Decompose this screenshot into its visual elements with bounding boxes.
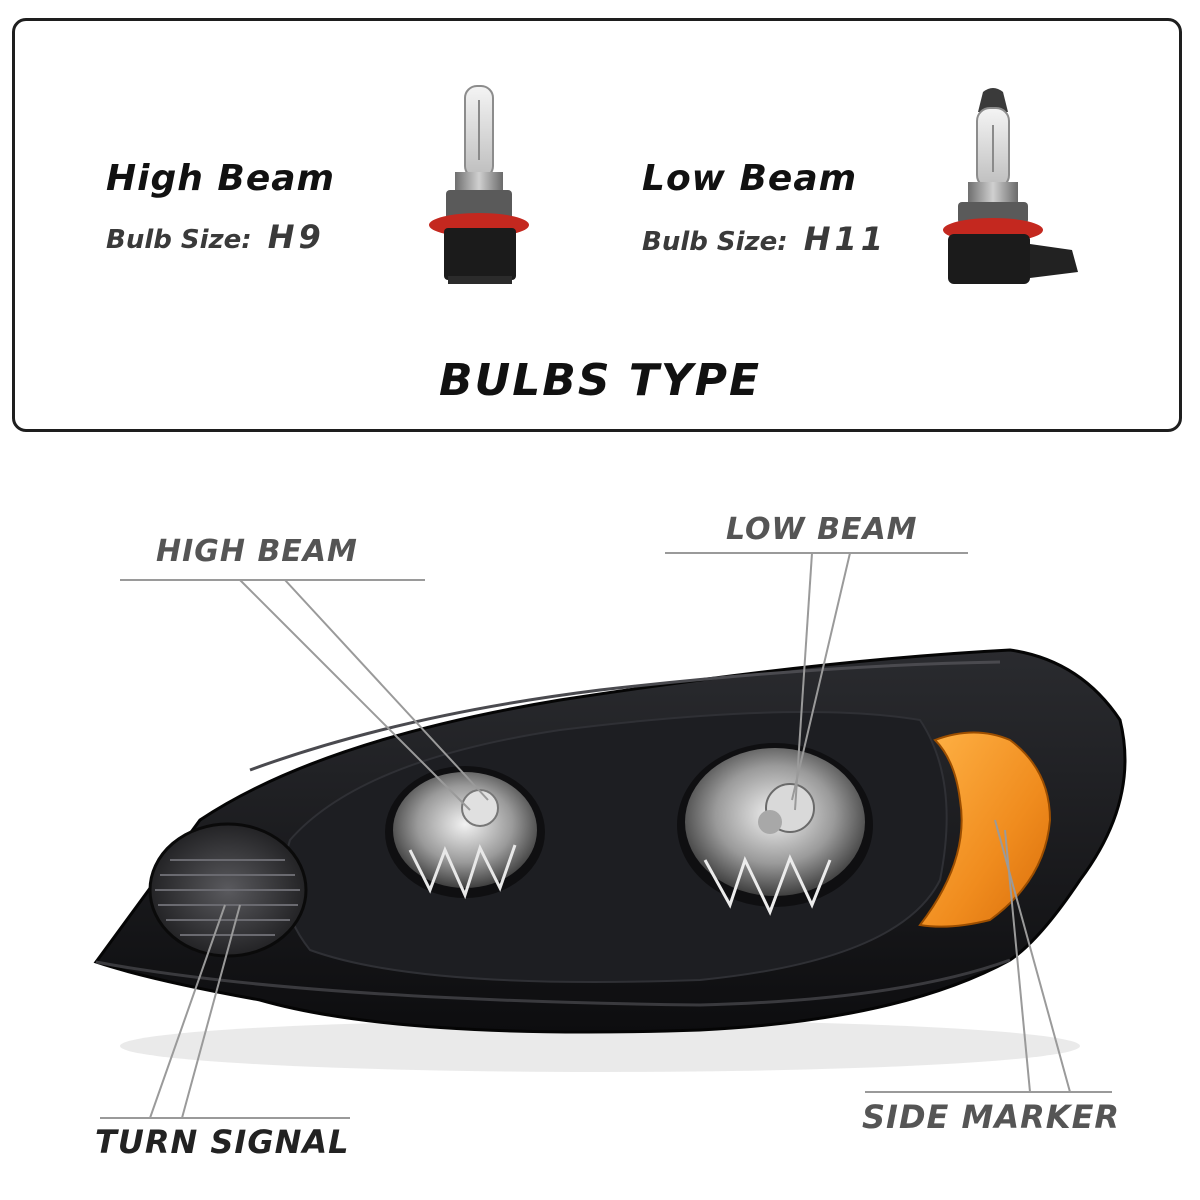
high-beam-leader-1 bbox=[239, 579, 471, 811]
turn-signal-leader-2 bbox=[181, 904, 241, 1119]
high-beam-size-value: H9 bbox=[267, 218, 325, 256]
callout-low-beam: LOW BEAM bbox=[726, 512, 918, 547]
leader-lines bbox=[100, 552, 1112, 1119]
side-marker-leader-2 bbox=[994, 819, 1071, 1093]
low-beam-size-label: Bulb Size: bbox=[642, 227, 788, 257]
turn-signal-leader-1 bbox=[149, 904, 226, 1119]
bulbs-type-title: BULBS TYPE bbox=[438, 355, 762, 406]
high-beam-heading: High Beam bbox=[106, 158, 336, 199]
high-beam-bulb-size: Bulb Size: H9 bbox=[106, 218, 325, 256]
callout-turn-signal: TURN SIGNAL bbox=[95, 1123, 350, 1161]
h9-bulb-icon bbox=[429, 85, 529, 284]
low-beam-size-value: H11 bbox=[803, 220, 888, 258]
h11-bulb-icon bbox=[943, 88, 1078, 284]
high-beam-size-label: Bulb Size: bbox=[106, 225, 252, 255]
low-beam-bulb-size: Bulb Size: H11 bbox=[642, 220, 887, 258]
callout-high-beam: HIGH BEAM bbox=[156, 534, 358, 569]
turn-signal-lens bbox=[148, 822, 308, 958]
headlight-assembly bbox=[93, 648, 1127, 1072]
low-beam-lens bbox=[677, 743, 873, 916]
side-marker-lens bbox=[918, 731, 1052, 928]
high-beam-lens bbox=[385, 766, 545, 900]
low-beam-heading: Low Beam bbox=[642, 158, 858, 199]
low-beam-leader-2 bbox=[791, 552, 851, 801]
callout-side-marker: SIDE MARKER bbox=[862, 1098, 1121, 1136]
low-beam-leader-1 bbox=[794, 552, 813, 811]
high-beam-leader-2 bbox=[284, 579, 489, 801]
